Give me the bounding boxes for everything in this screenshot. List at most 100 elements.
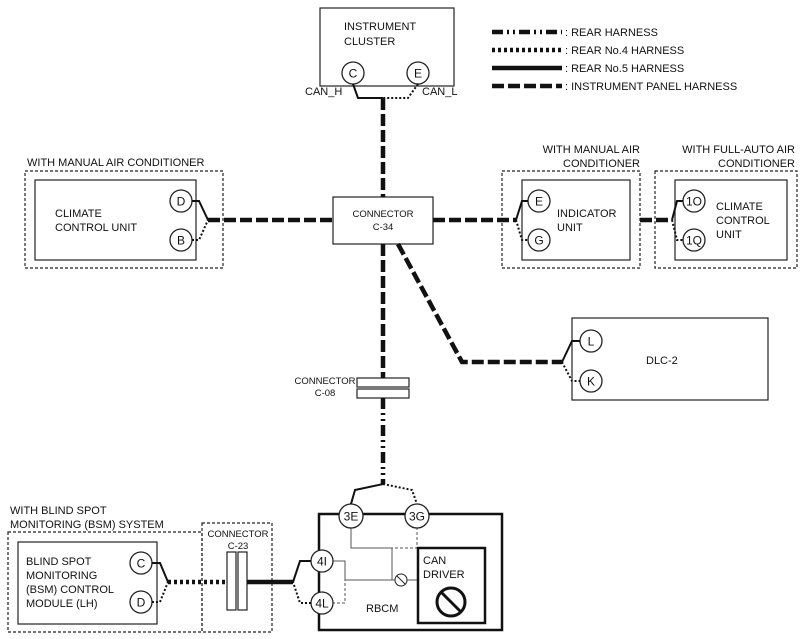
climate-auto-title-3: UNIT xyxy=(716,229,742,241)
connector-c23-label-2: C-23 xyxy=(228,541,249,552)
indicator-group-label-2: CONDITIONER xyxy=(563,158,640,170)
legend-rear5-label: : REAR No.5 HARNESS xyxy=(565,63,684,75)
wire-dlc2-k xyxy=(561,361,580,382)
climate-manual-group-border xyxy=(24,170,224,269)
instrument-cluster-pin-e-label: E xyxy=(414,67,422,81)
rbcm-pin-3g-label: 3G xyxy=(409,510,425,524)
connector-c08-bottom xyxy=(356,388,410,399)
climate-manual-title-2: CONTROL UNIT xyxy=(55,222,137,234)
climate-manual-group-label: WITH MANUAL AIR CONDITIONER xyxy=(27,157,204,169)
climate-auto-group: WITH FULL-AUTO AIR CONDITIONER CLIMATE C… xyxy=(654,144,798,269)
climate-auto-pin-1q-label: 1Q xyxy=(686,234,702,248)
rbcm-terminator-slash xyxy=(396,575,406,585)
climate-control-unit-manual xyxy=(34,179,197,261)
connector-c08-label-1: CONNECTOR xyxy=(294,376,355,387)
wire-rbcm-3g xyxy=(382,483,418,505)
can-h-label: CAN_H xyxy=(305,86,342,98)
rbcm-pin-3e-label: 3E xyxy=(344,510,359,524)
instrument-cluster: INSTRUMENT CLUSTER C E CAN_H CAN_L xyxy=(305,7,457,98)
climate-manual-pin-b-label: B xyxy=(177,234,185,248)
wire-indicator-e xyxy=(515,200,528,221)
dlc2-pin-k-label: K xyxy=(587,375,595,389)
rbcm: 3E 3G 4I 4L RBCM CAN DRIVER xyxy=(310,503,504,632)
can-driver-label-2: DRIVER xyxy=(423,569,465,581)
connector-c08-label-2: C-08 xyxy=(315,388,336,399)
can-l-label: CAN_L xyxy=(422,86,457,98)
connector-c23-left xyxy=(226,551,237,611)
bsm-group-label-2: MONITORING (BSM) SYSTEM xyxy=(10,519,164,531)
connector-c34: CONNECTOR C-34 xyxy=(332,196,434,245)
indicator-group: WITH MANUAL AIR CONDITIONER INDICATOR UN… xyxy=(501,144,641,269)
indicator-title-1: INDICATOR xyxy=(557,208,617,220)
can-driver-box xyxy=(416,546,487,625)
connector-c34-label-1: CONNECTOR xyxy=(352,209,413,220)
can-driver-label-1: CAN xyxy=(423,555,446,567)
harness-wires xyxy=(152,83,683,604)
climate-manual-title-1: CLIMATE xyxy=(55,208,102,220)
bsm-title-4: MODULE (LH) xyxy=(26,598,98,610)
dlc2-pin-l-label: L xyxy=(588,335,595,349)
bsm-title-2: MONITORING xyxy=(26,570,97,582)
indicator-pin-g-label: G xyxy=(534,234,543,248)
bsm-pin-d-label: D xyxy=(137,596,146,610)
can-driver-prohibit-slash xyxy=(439,590,463,614)
wire-rbcm-3e xyxy=(350,483,384,505)
connector-c23: CONNECTOR C-23 xyxy=(201,522,273,633)
climate-auto-title-1: CLIMATE xyxy=(716,201,763,213)
bsm-title-1: BLIND SPOT xyxy=(26,556,92,568)
can-driver-prohibit-icon xyxy=(435,586,467,618)
indicator-pin-e-label: E xyxy=(535,195,543,209)
wire-climate-manual-d xyxy=(192,200,209,221)
wire-climate-manual-b xyxy=(192,219,209,241)
wire-c34-to-dlc2 xyxy=(396,242,562,365)
dlc2-box xyxy=(571,317,769,401)
legend-rear4-label: : REAR No.4 HARNESS xyxy=(565,45,684,57)
legend: : REAR HARNESS : REAR No.4 HARNESS : REA… xyxy=(492,27,737,93)
indicator-title-2: UNIT xyxy=(557,222,583,234)
wire-ic-can-l xyxy=(383,83,419,99)
legend-rear-label: : REAR HARNESS xyxy=(565,27,658,39)
wire-bsm-d xyxy=(152,581,169,603)
connector-c34-box xyxy=(332,196,434,245)
climate-auto-group-border xyxy=(654,170,798,269)
wire-dlc2-l xyxy=(561,340,580,363)
bsm-group-label-1: WITH BLIND SPOT xyxy=(10,505,107,517)
connector-c23-right xyxy=(237,551,248,611)
wire-climate-auto-1q xyxy=(671,219,683,241)
connector-c23-label-1: CONNECTOR xyxy=(207,529,268,540)
climate-auto-group-label-2: CONDITIONER xyxy=(718,158,795,170)
climate-auto-pin-1o-label: 1O xyxy=(686,195,702,209)
rbcm-pin-4l-label: 4L xyxy=(315,597,329,611)
dlc2-title: DLC-2 xyxy=(646,355,678,367)
connector-c08: CONNECTOR C-08 xyxy=(294,376,410,399)
rbcm-title: RBCM xyxy=(366,603,398,615)
instrument-cluster-title-1: INSTRUMENT xyxy=(344,21,416,33)
rbcm-internal-h xyxy=(350,527,392,549)
climate-auto-title-2: CONTROL xyxy=(716,215,770,227)
bsm-group: WITH BLIND SPOT MONITORING (BSM) SYSTEM … xyxy=(7,505,203,633)
climate-manual-group: WITH MANUAL AIR CONDITIONER CLIMATE CONT… xyxy=(24,157,224,269)
climate-auto-group-label-1: WITH FULL-AUTO AIR xyxy=(682,144,795,156)
bsm-pin-c-label: C xyxy=(137,557,146,571)
bsm-title-3: (BSM) CONTROL xyxy=(26,584,114,596)
connector-c23-border xyxy=(201,522,273,633)
wire-ic-can-h xyxy=(352,83,383,99)
indicator-group-label-1: WITH MANUAL AIR xyxy=(543,144,640,156)
rbcm-pin-4i-label: 4I xyxy=(317,555,327,569)
wire-rbcm-4l xyxy=(292,581,311,604)
dlc2: DLC-2 L K xyxy=(571,317,769,401)
instrument-cluster-title-2: CLUSTER xyxy=(344,36,395,48)
wire-indicator-g xyxy=(515,219,528,241)
legend-ip-label: : INSTRUMENT PANEL HARNESS xyxy=(565,81,737,93)
wire-climate-auto-1o xyxy=(671,200,683,221)
climate-manual-pin-d-label: D xyxy=(177,195,186,209)
climate-auto-pin-1q xyxy=(682,228,706,252)
wire-bsm-c xyxy=(152,562,169,583)
bsm-group-border xyxy=(7,531,203,633)
connector-c08-top xyxy=(356,377,410,388)
connector-c34-label-2: C-34 xyxy=(373,222,394,233)
wire-rbcm-4i xyxy=(292,560,311,583)
indicator-pin-g xyxy=(527,228,551,252)
instrument-cluster-pin-c-label: C xyxy=(349,67,358,81)
